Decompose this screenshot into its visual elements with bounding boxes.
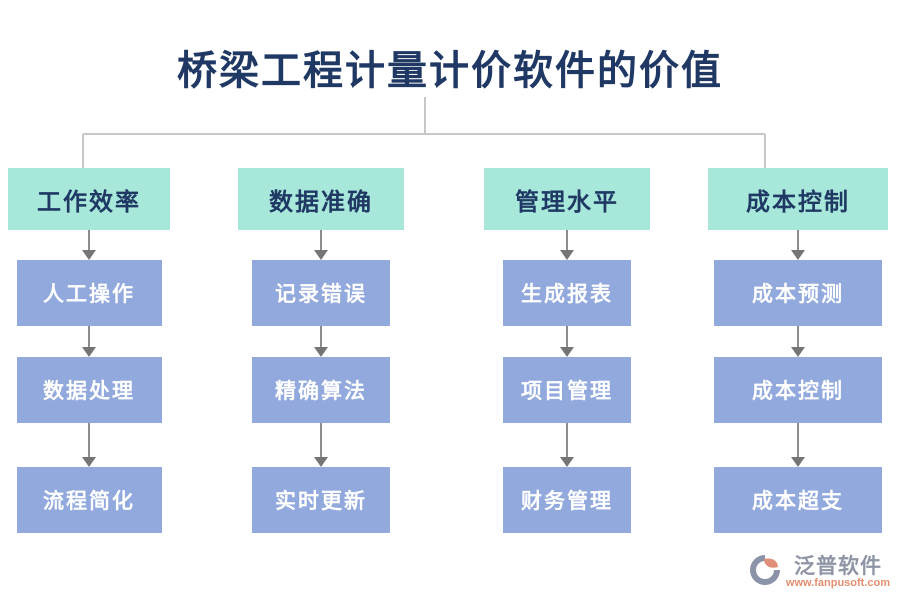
- brand-logo: 泛普软件 www.fanpusoft.com: [748, 553, 890, 592]
- down-arrow-icon: [559, 326, 575, 357]
- node-box: 人工操作: [16, 260, 162, 326]
- down-arrow-icon: [790, 326, 806, 357]
- down-arrow-icon: [313, 326, 329, 357]
- down-arrow-icon: [313, 423, 329, 467]
- down-arrow-icon: [559, 230, 575, 260]
- column-work-efficiency: 工作效率 人工操作 数据处理 流程简化: [8, 168, 170, 533]
- node-box: 财务管理: [503, 467, 631, 533]
- down-arrow-icon: [559, 423, 575, 467]
- node-box: 生成报表: [503, 260, 631, 326]
- column-management-level: 管理水平 生成报表 项目管理 财务管理: [484, 168, 650, 533]
- column-header: 成本控制: [708, 168, 888, 230]
- column-header: 数据准确: [238, 168, 404, 230]
- node-box: 成本超支: [714, 467, 882, 533]
- down-arrow-icon: [790, 423, 806, 467]
- node-box: 流程简化: [16, 467, 162, 533]
- down-arrow-icon: [790, 230, 806, 260]
- down-arrow-icon: [313, 230, 329, 260]
- node-box: 记录错误: [252, 260, 390, 326]
- down-arrow-icon: [81, 423, 97, 467]
- column-cost-control: 成本控制 成本预测 成本控制 成本超支: [708, 168, 888, 533]
- column-header: 工作效率: [8, 168, 170, 230]
- node-box: 精确算法: [252, 357, 390, 423]
- node-box: 成本预测: [714, 260, 882, 326]
- column-header: 管理水平: [484, 168, 650, 230]
- brand-name: 泛普软件: [793, 554, 882, 578]
- page-title: 桥梁工程计量计价软件的价值: [177, 48, 723, 93]
- node-box: 实时更新: [252, 467, 390, 533]
- node-box: 项目管理: [503, 357, 631, 423]
- node-box: 成本控制: [714, 357, 882, 423]
- down-arrow-icon: [81, 326, 97, 357]
- brand-url: www.fanpusoft.com: [785, 576, 890, 589]
- node-box: 数据处理: [16, 357, 162, 423]
- column-data-accuracy: 数据准确 记录错误 精确算法 实时更新: [238, 168, 404, 533]
- brand-logo-icon: [748, 553, 782, 592]
- down-arrow-icon: [81, 230, 97, 260]
